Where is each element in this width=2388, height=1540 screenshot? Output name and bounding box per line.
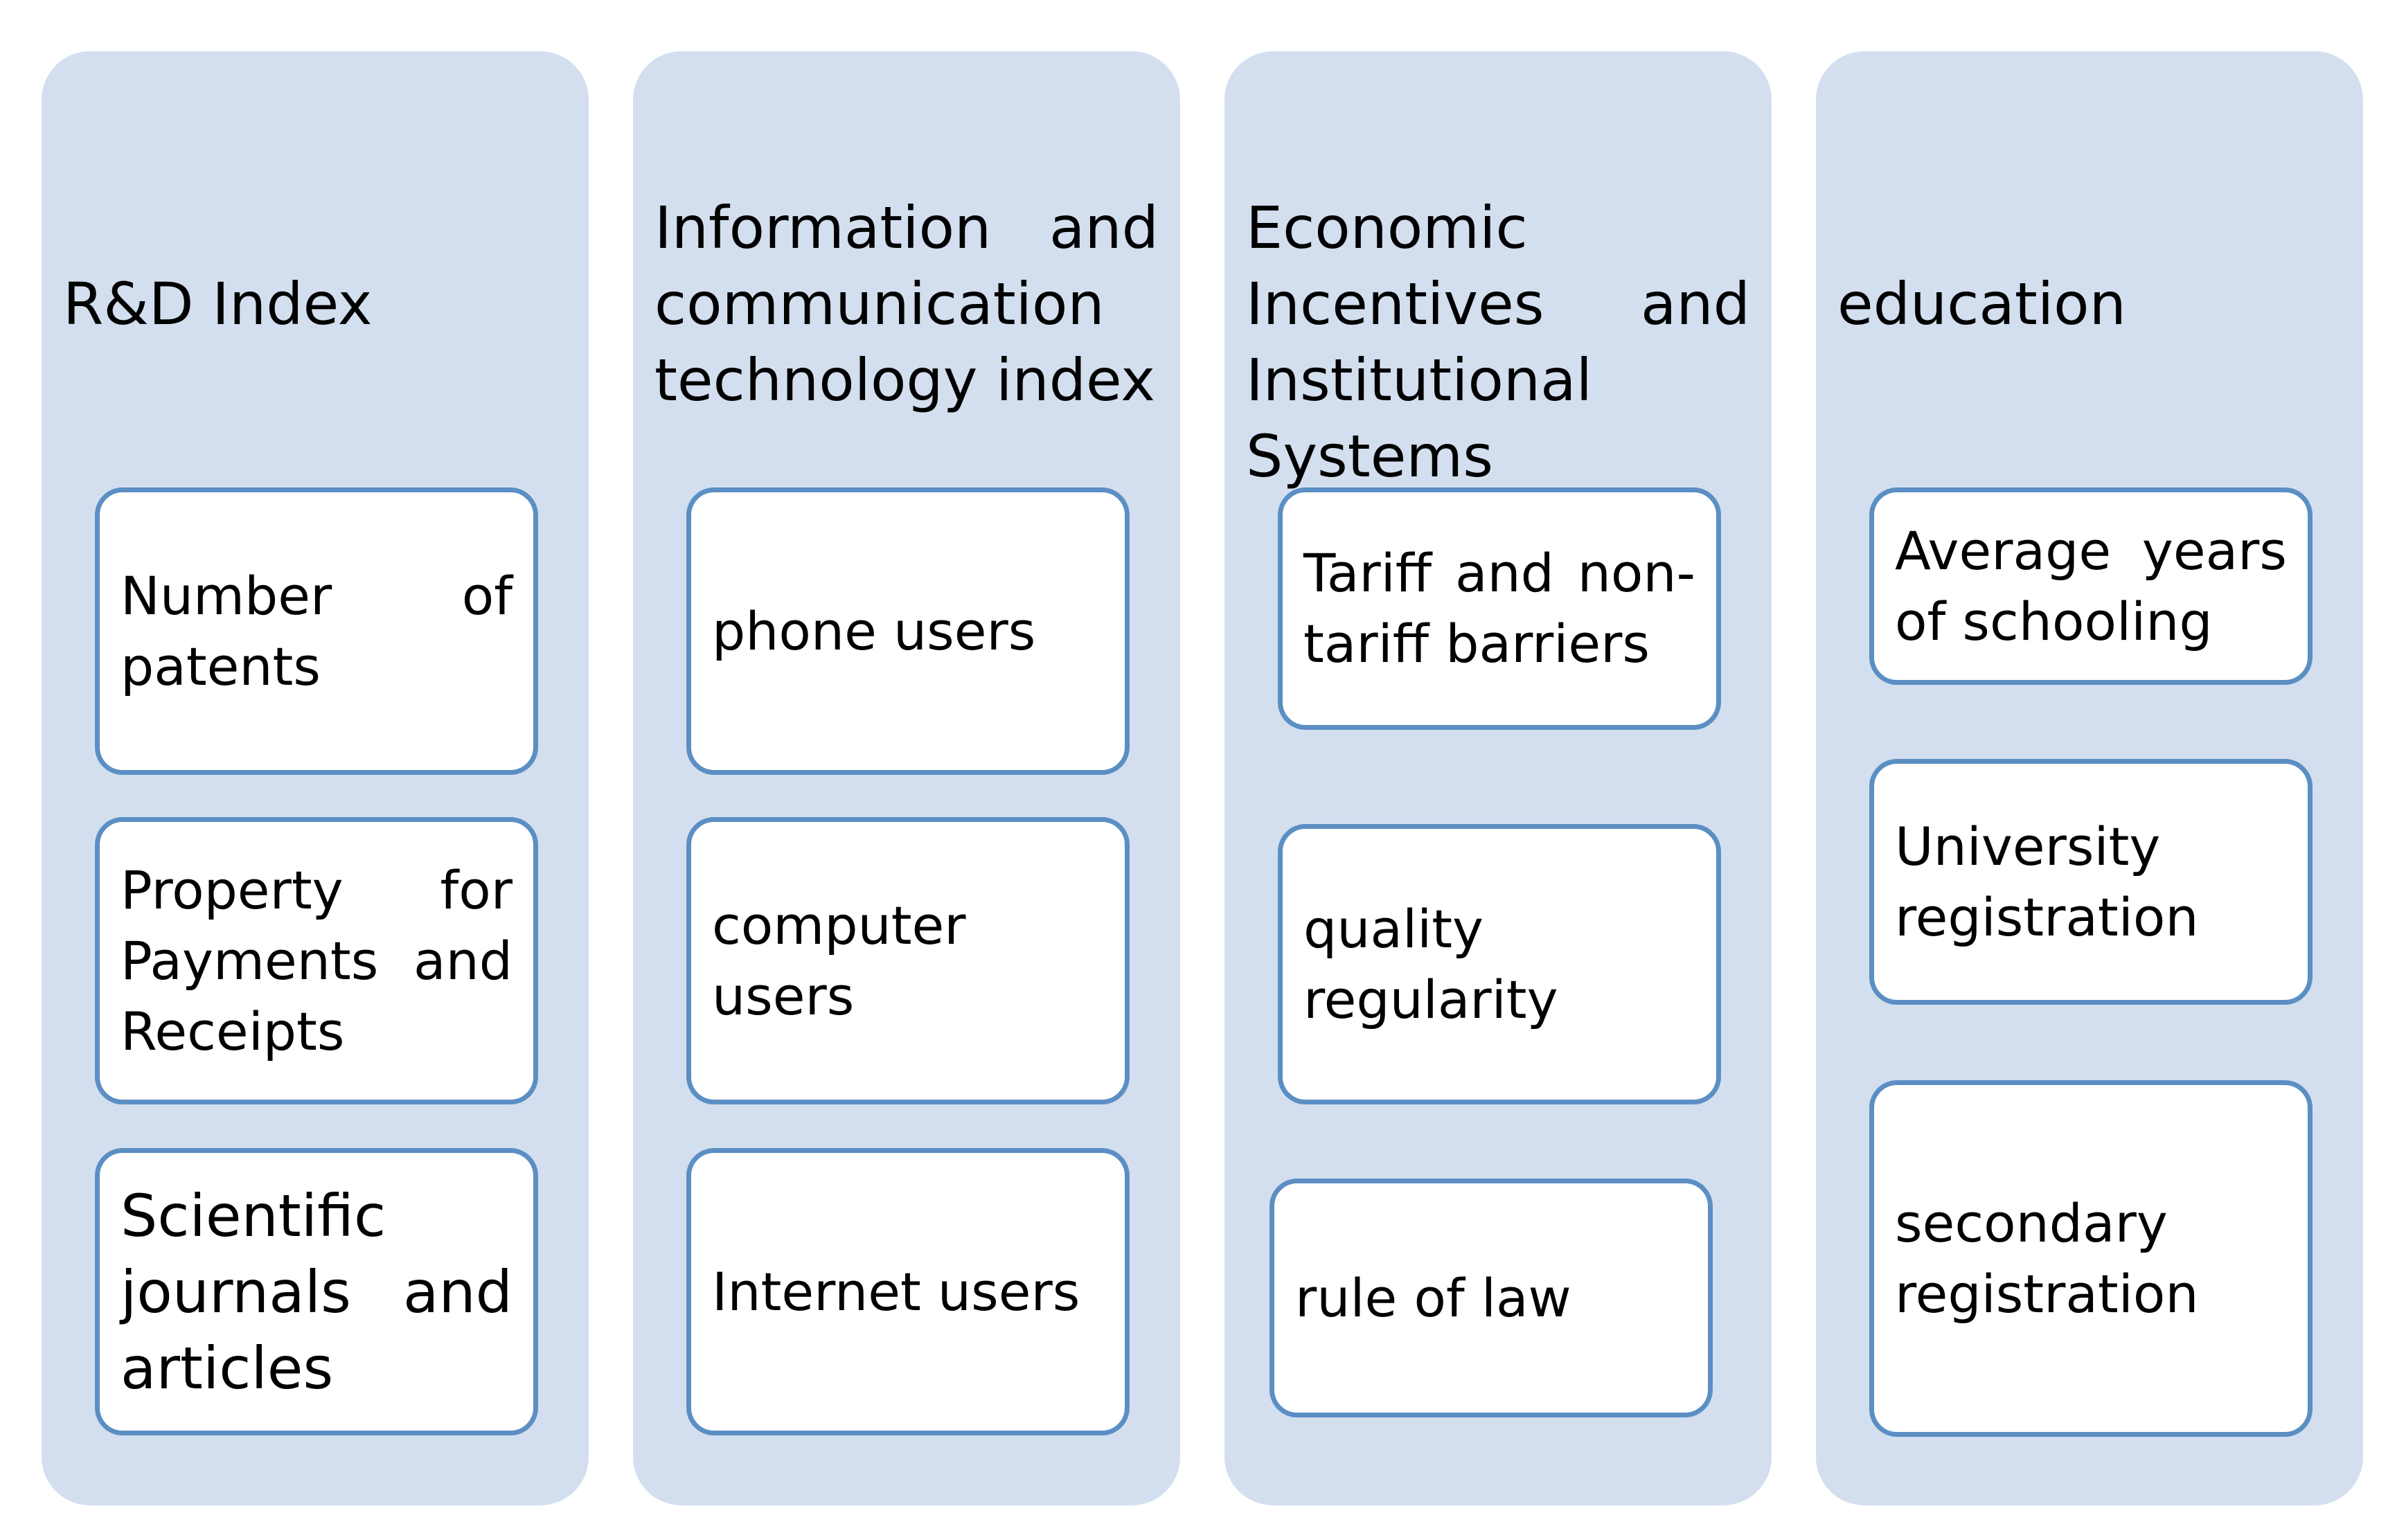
item-label: Scientific journals and articles (121, 1181, 513, 1402)
item-box: Tariff and non-tariff barriers (1278, 487, 1721, 730)
item-label: quality regularity (1303, 897, 1558, 1030)
item-label: Average years of schooling (1895, 519, 2287, 652)
item-box: Scientific journals and articles (95, 1148, 538, 1435)
item-label: Number of patents (121, 564, 513, 697)
column-rd-index: R&D Index Number of patents Property for… (42, 51, 589, 1505)
item-label: Property for Payments and Receipts (121, 859, 513, 1062)
item-box: phone users (686, 487, 1130, 775)
item-label: computer users (712, 894, 966, 1027)
item-box: University registration (1869, 759, 2313, 1005)
column-title: education (1837, 270, 2126, 338)
item-label: rule of law (1295, 1266, 1571, 1329)
item-box: Internet users (686, 1148, 1130, 1435)
item-label: Internet users (712, 1260, 1080, 1323)
column-title: Information and communication technology… (654, 194, 1159, 414)
item-box: computer users (686, 817, 1130, 1104)
item-box: Property for Payments and Receipts (95, 817, 538, 1104)
column-title: Economic Incentives and Institutional Sy… (1246, 194, 1750, 490)
item-box: secondary registration (1869, 1080, 2313, 1437)
column-title: R&D Index (63, 270, 373, 338)
item-label: secondary registration (1895, 1192, 2199, 1325)
item-label: University registration (1895, 815, 2199, 948)
item-box: Number of patents (95, 487, 538, 775)
column-ict-index: Information and communication technology… (633, 51, 1180, 1505)
column-education: education Average years of schooling Uni… (1816, 51, 2363, 1505)
item-label: phone users (712, 600, 1036, 662)
column-economic-incentives: Economic Incentives and Institutional Sy… (1224, 51, 1772, 1505)
item-label: Tariff and non-tariff barriers (1303, 542, 1695, 674)
item-box: rule of law (1269, 1179, 1713, 1417)
item-box: quality regularity (1278, 824, 1721, 1104)
item-box: Average years of schooling (1869, 487, 2313, 685)
